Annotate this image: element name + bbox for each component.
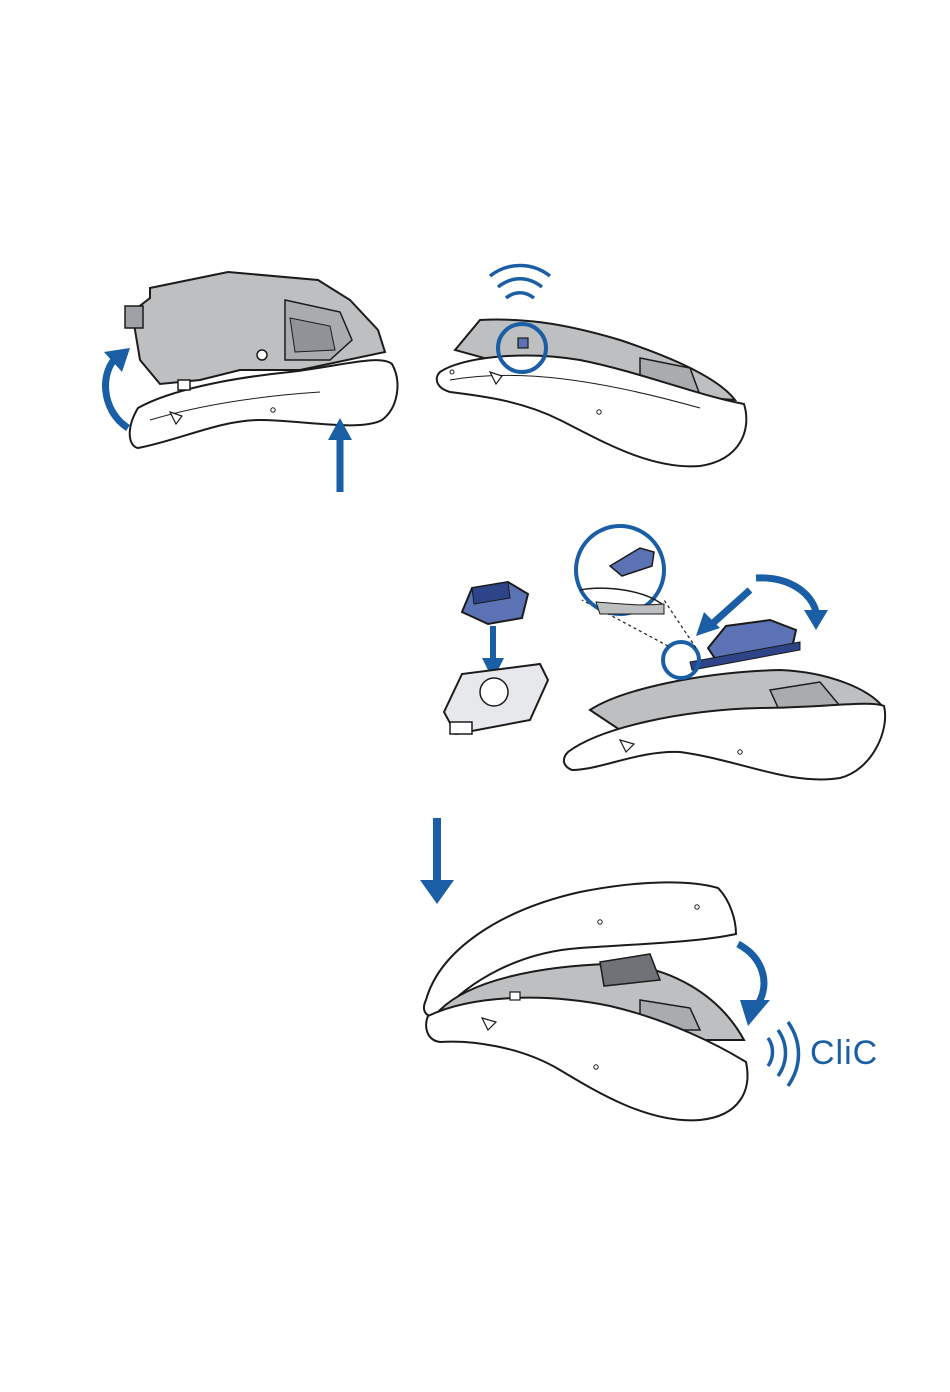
- straight-arrow-icon: [712, 590, 750, 624]
- curved-arrow-icon: [756, 578, 816, 612]
- step-open-housing: [104, 272, 397, 492]
- large-down-arrow-head: [420, 880, 454, 904]
- blue-module-part: [462, 582, 528, 624]
- highlight-circle-icon: [663, 642, 699, 678]
- sound-waves-icon: [768, 1022, 799, 1086]
- curved-up-arrow-icon: [106, 356, 128, 428]
- base-plate: [444, 664, 548, 734]
- sound-waves-icon: [490, 266, 550, 299]
- step-close-housing: [420, 818, 799, 1120]
- click-sound-label: CliC: [810, 1034, 878, 1073]
- step-housing-clips-in: [437, 266, 747, 467]
- curved-down-arrow-icon: [738, 944, 764, 1004]
- curved-arrow-head: [804, 610, 828, 630]
- step-assemble-module: [444, 582, 548, 734]
- curved-down-arrow-head: [740, 1000, 770, 1026]
- magnifier-circle-icon: [576, 526, 664, 614]
- step-insert-module: [564, 526, 885, 780]
